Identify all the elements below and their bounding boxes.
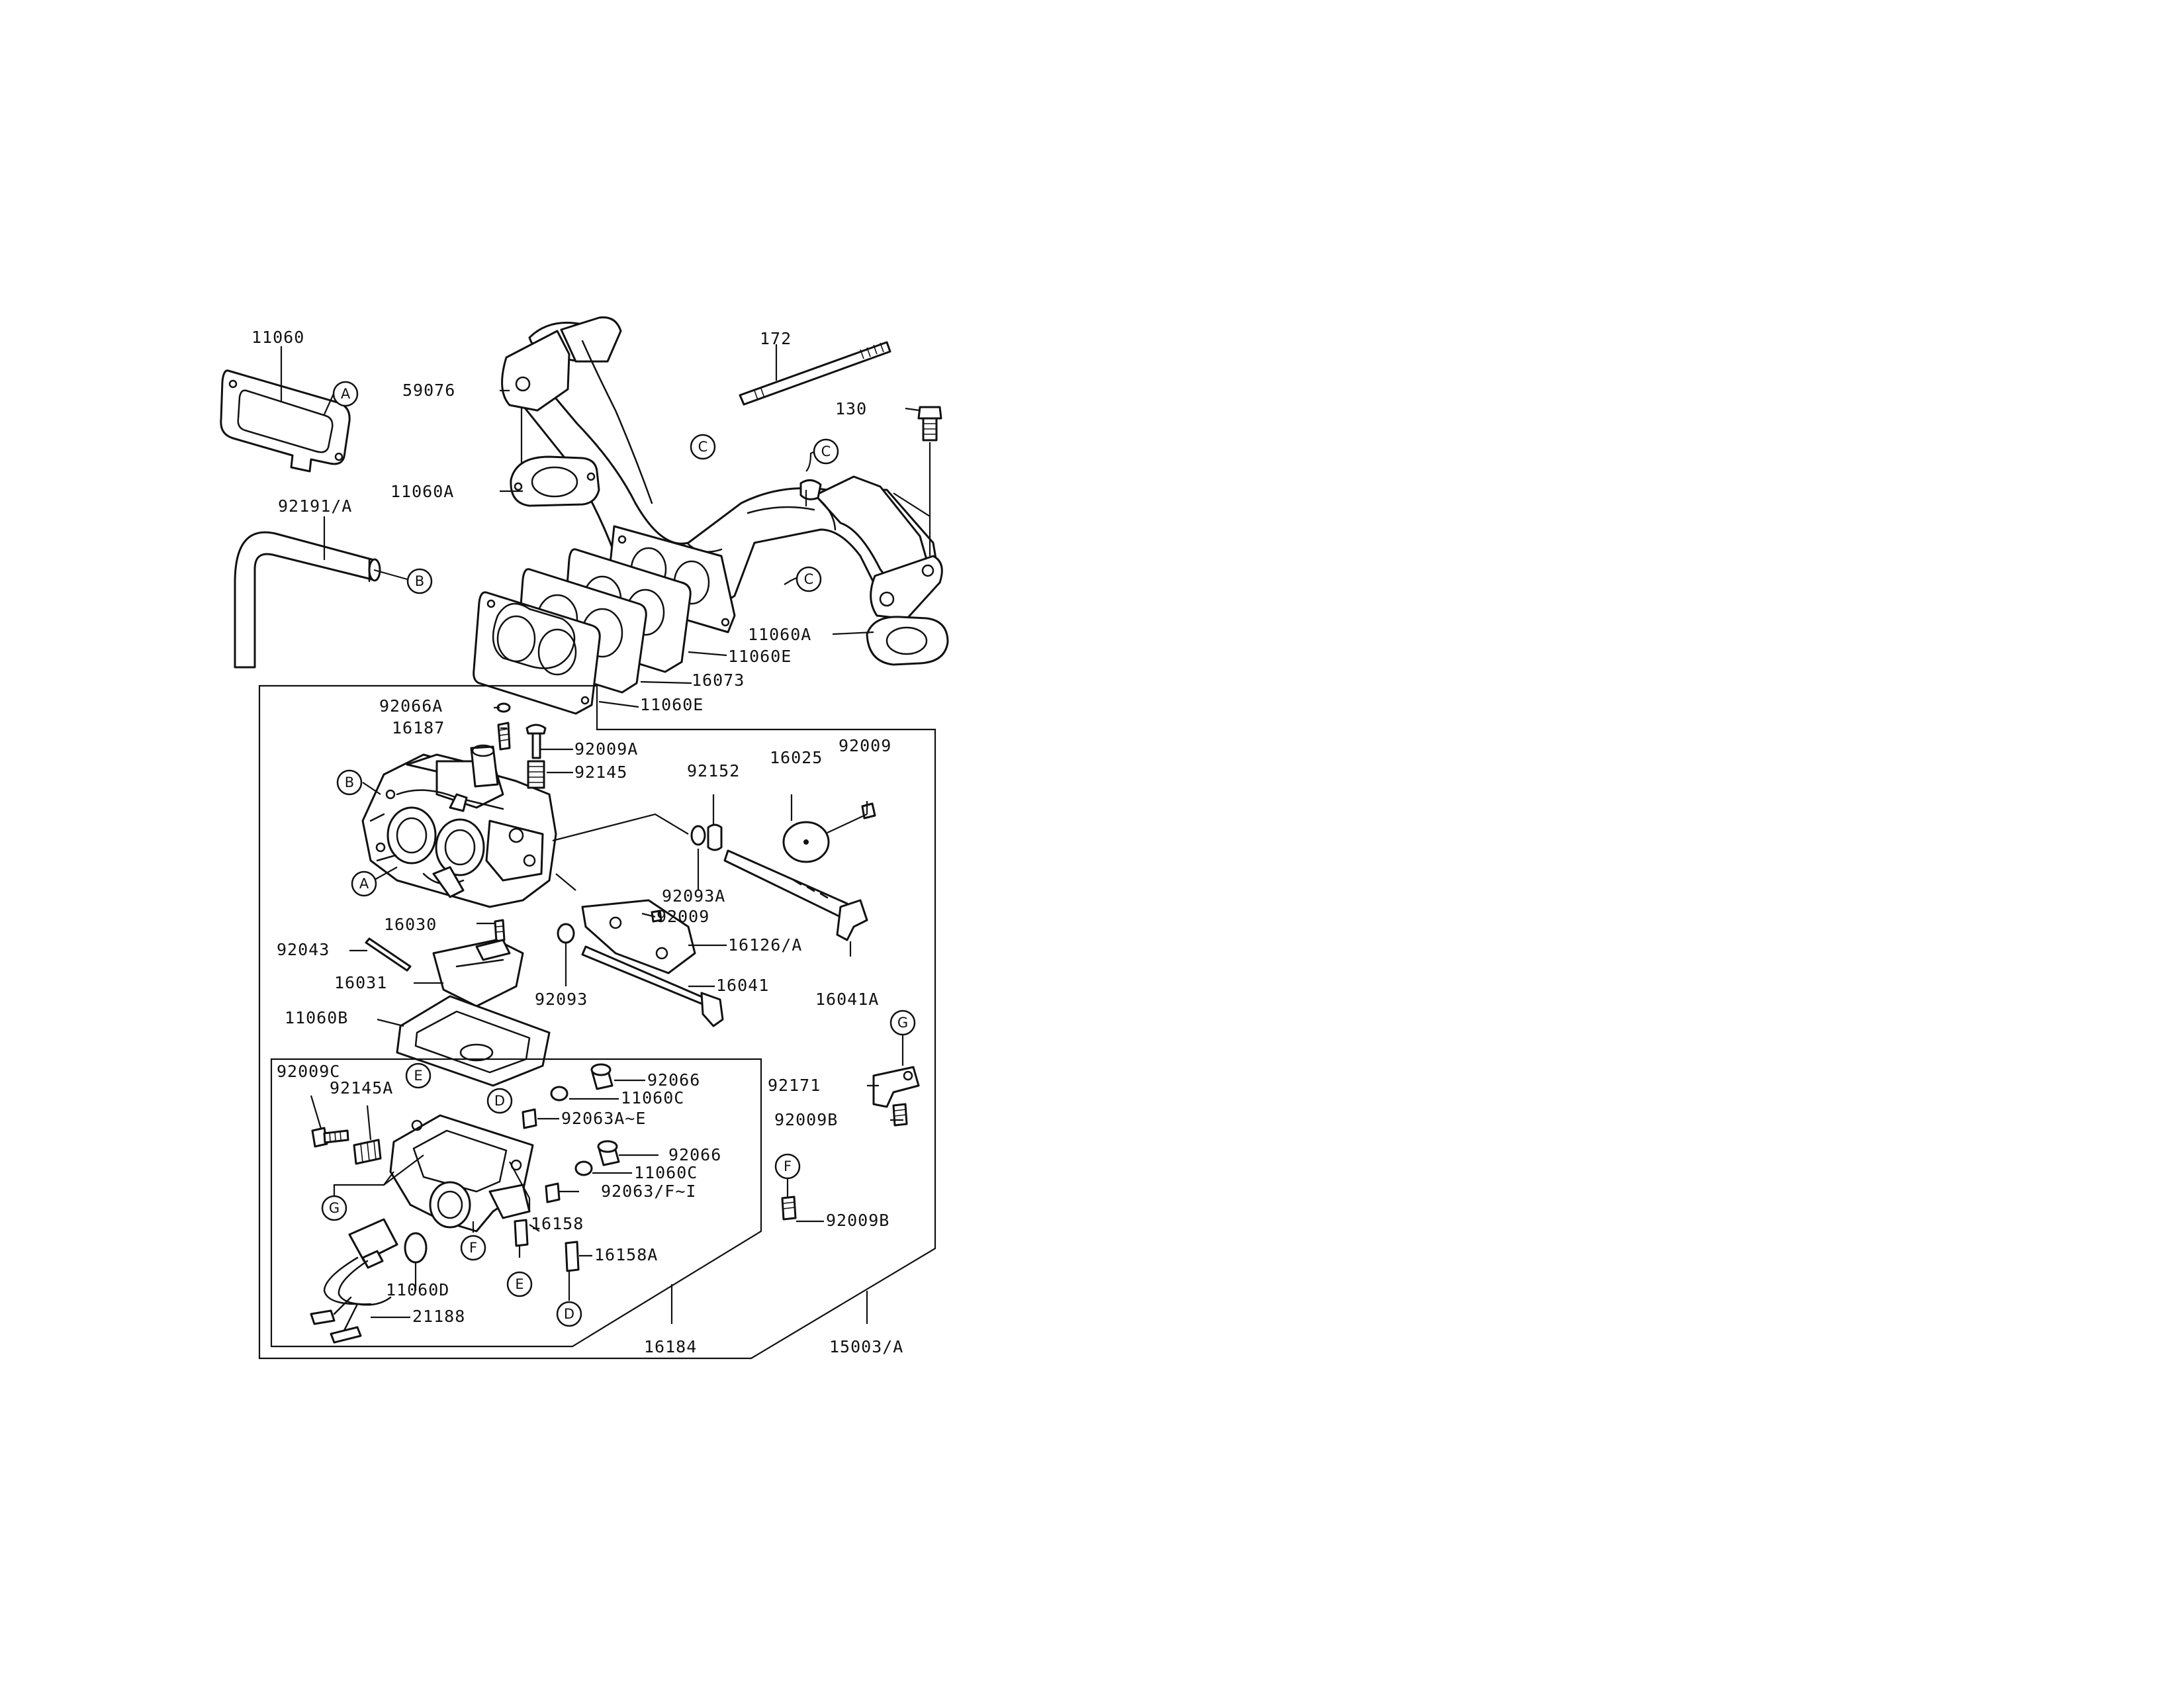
part-label: 16030 (384, 915, 437, 934)
part-label: 16158 (531, 1214, 584, 1233)
float-bowl (389, 1114, 534, 1233)
part-label: 92009C (277, 1062, 340, 1081)
part-label: 92191/A (278, 496, 352, 516)
gasket-11060A-right (866, 616, 949, 666)
part-label: 92145 (574, 763, 627, 782)
part-label: 11060A (390, 482, 454, 501)
part-label: 11060 (251, 328, 304, 347)
part-label: 92063/F~I (601, 1182, 696, 1201)
part-label: 16187 (392, 718, 445, 737)
part-label: 92043 (277, 940, 330, 959)
callout-letter: G (897, 1015, 908, 1031)
part-label: 92093A (662, 886, 725, 906)
part-label: 11060B (285, 1008, 348, 1027)
screw-92009B-lower (781, 1196, 797, 1221)
part-label: 92009 (839, 736, 891, 755)
float-bowl-frame-16184 (270, 1058, 762, 1348)
part-label: 16184 (644, 1337, 697, 1356)
bracket-92171 (872, 1066, 920, 1108)
callout-circles (321, 381, 916, 1327)
part-label: 11060C (621, 1088, 684, 1107)
part-label: 11060A (748, 625, 811, 644)
callout-letter: B (415, 573, 424, 589)
carburetor-body (361, 744, 557, 908)
hose-92191 (234, 531, 381, 669)
callout-letter: A (359, 876, 369, 892)
callout-letter: F (469, 1240, 477, 1256)
float-parts (365, 919, 524, 1008)
part-label: 11060D (386, 1280, 449, 1299)
callout-letter: E (414, 1068, 422, 1084)
flange-gasket-stack (473, 548, 692, 715)
part-label: 15003/A (829, 1337, 903, 1356)
carb-top-small-parts (496, 702, 547, 789)
callout-letter: E (515, 1276, 523, 1292)
part-label: 92009B (774, 1110, 838, 1129)
callout-letter: F (784, 1158, 792, 1174)
callout-letter: G (329, 1200, 340, 1216)
part-label: 92009A (574, 739, 638, 759)
gasket-11060 (220, 369, 351, 473)
part-label: 11060C (634, 1163, 698, 1182)
part-label: 21188 (412, 1307, 465, 1326)
part-number-labels: 11060 92191/A 59076 11060A 172 130 11060… (251, 328, 903, 1356)
part-label: 92066 (647, 1070, 700, 1090)
part-label: 16031 (334, 973, 387, 992)
part-label: 92171 (768, 1076, 821, 1095)
callout-letter: C (698, 439, 708, 455)
part-label: 92066 (668, 1145, 721, 1164)
callout-letter: C (821, 444, 831, 459)
assembly-frame-15003 (258, 684, 936, 1360)
callout-letter: A (341, 386, 351, 402)
choke-16041-16126 (557, 899, 724, 1027)
part-label: 92145A (330, 1078, 393, 1098)
leader-lines (280, 344, 931, 1324)
part-label: 92093 (535, 990, 588, 1009)
part-label: 11060E (640, 695, 704, 714)
callout-letter: D (564, 1306, 574, 1322)
stud-172 (739, 341, 891, 406)
part-label: 16073 (692, 671, 745, 690)
part-label: 172 (760, 329, 792, 348)
callout-letter: B (345, 774, 354, 790)
part-label: 92152 (687, 761, 740, 780)
part-label: 16041A (815, 990, 879, 1009)
callout-letters: A B C C C B A E D G F G E D F (329, 386, 908, 1322)
part-label: 92009B (826, 1211, 889, 1230)
part-label: 16126/A (728, 935, 802, 955)
part-label: 92063A~E (561, 1109, 646, 1128)
part-label: 11060E (728, 647, 792, 666)
solenoid-21188 (310, 1218, 398, 1344)
shaft-16041A (690, 802, 876, 941)
part-label: 16041 (716, 976, 769, 995)
part-label: 16025 (770, 748, 823, 767)
gasket-11060A-left (510, 455, 600, 507)
part-label: 92066A (379, 696, 443, 716)
screw-92009B-upper (892, 1103, 908, 1127)
bolt-130 (917, 406, 942, 442)
part-label: 130 (835, 399, 867, 418)
part-label: 16158A (594, 1245, 658, 1264)
callout-letter: D (494, 1093, 505, 1109)
part-label: 59076 (402, 381, 455, 400)
callout-letter: C (804, 571, 814, 587)
part-label: 92009 (657, 907, 709, 926)
